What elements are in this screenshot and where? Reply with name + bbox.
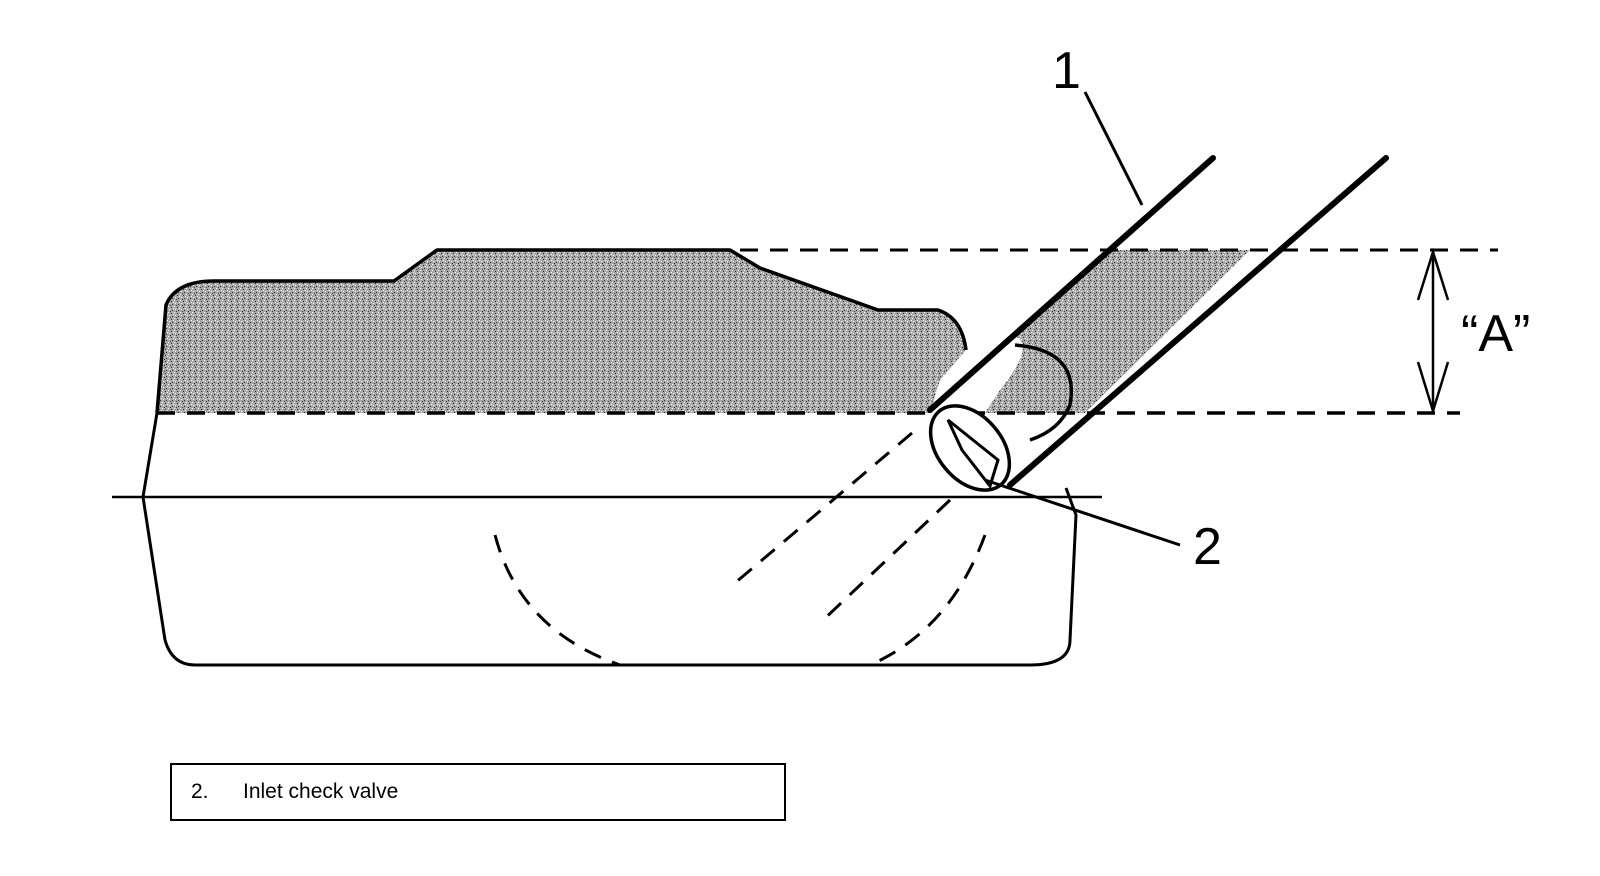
callout-1-label: 1 — [1052, 42, 1081, 100]
hidden-arc-right — [869, 534, 987, 667]
callout-2-label: 2 — [1193, 518, 1222, 576]
legend-item-number: 2. — [191, 780, 209, 803]
legend-item-text: Inlet check valve — [243, 780, 399, 803]
dimension-arrow-head-bottom — [1416, 361, 1450, 416]
dimension-label-a: “A” — [1461, 305, 1530, 363]
fuel-fill-pipe — [985, 250, 1250, 413]
hidden-line-2 — [818, 498, 952, 625]
inlet-pipe-wall-lower — [1007, 155, 1389, 488]
tank-lower-outline — [141, 412, 1078, 667]
hidden-arc-left — [493, 534, 621, 667]
inlet-pipe-wall-upper — [927, 155, 1216, 413]
fuel-fill-region — [157, 250, 966, 413]
hidden-line-1 — [734, 431, 913, 585]
callout-2-leader — [984, 478, 1181, 547]
legend-box: 2. Inlet check valve — [170, 763, 786, 821]
inlet-pipe-inner-ellipse — [1014, 343, 1073, 442]
tank-outline — [155, 248, 968, 414]
check-valve-flap — [946, 418, 1000, 490]
callout-1-leader — [1083, 91, 1144, 206]
dimension-arrow-head-top — [1416, 247, 1450, 301]
